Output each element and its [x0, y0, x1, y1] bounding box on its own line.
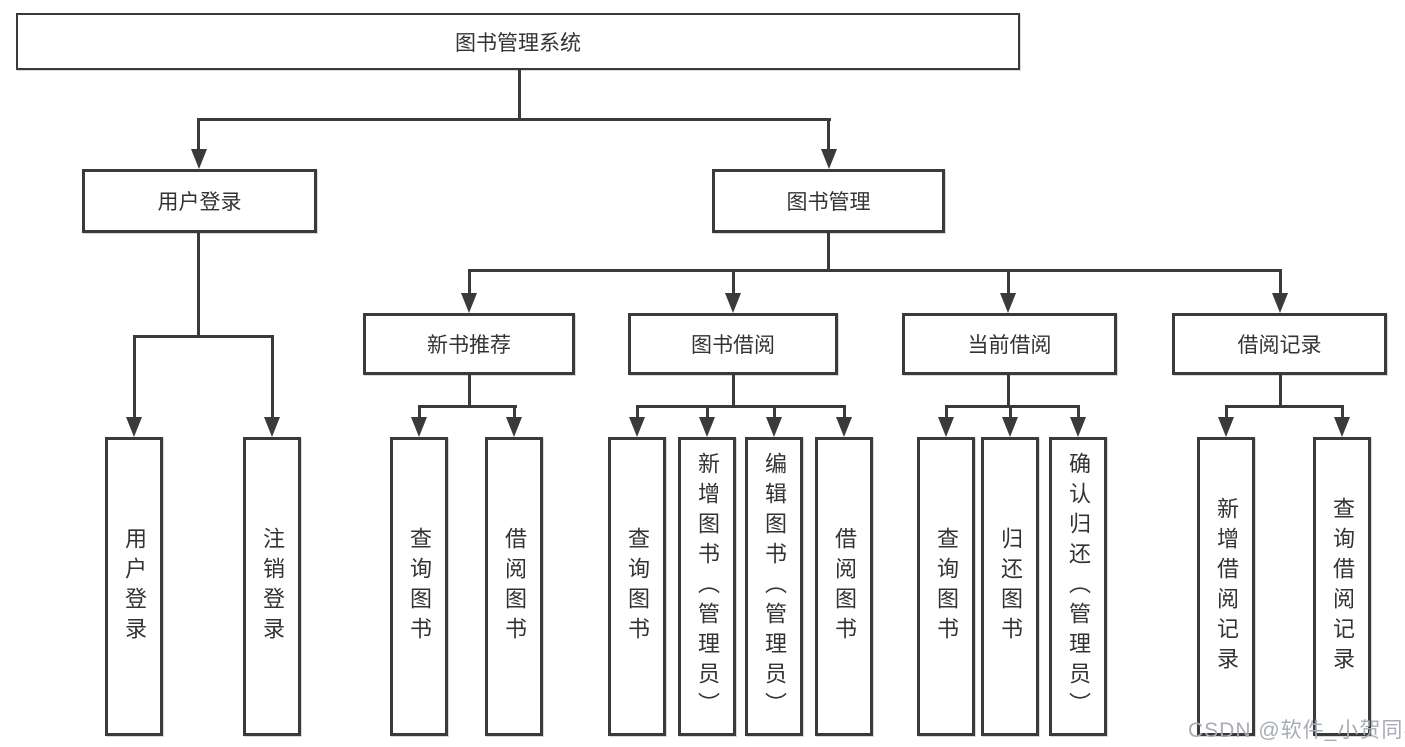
connector-line — [468, 269, 471, 296]
connector-line — [1009, 405, 1012, 419]
node-label: 借阅记录 — [1237, 334, 1322, 357]
arrow-down-icon — [938, 417, 954, 437]
leaf-label: 编辑图书（管理员） — [762, 451, 787, 722]
connector-line — [197, 118, 831, 121]
arrow-down-icon — [766, 417, 782, 437]
arrow-down-icon — [821, 149, 837, 169]
node-label: 用户登录 — [157, 191, 242, 214]
connector-line — [945, 405, 1080, 408]
leaf-label: 查询图书 — [407, 526, 432, 647]
leaf-logout: 注销登录 — [243, 437, 301, 736]
leaf-label: 归还图书 — [998, 526, 1023, 647]
node-current-borrowing: 当前借阅 — [902, 313, 1117, 375]
leaf-label: 新增借阅记录 — [1214, 496, 1239, 677]
leaf-label: 新增图书（管理员） — [695, 451, 720, 722]
leaf-label: 查询借阅记录 — [1330, 496, 1355, 677]
arrow-down-icon — [699, 417, 715, 437]
leaf-return-books: 归还图书 — [981, 437, 1039, 736]
leaf-borrow-books-recommend: 借阅图书 — [485, 437, 543, 736]
node-label: 图书管理系统 — [455, 31, 581, 55]
arrow-down-icon — [461, 293, 477, 313]
connector-line — [418, 405, 421, 419]
connector-line — [197, 233, 200, 337]
arrow-down-icon — [411, 417, 427, 437]
connector-line — [843, 405, 846, 419]
leaf-user-login: 用户登录 — [105, 437, 163, 736]
leaf-label: 注销登录 — [260, 526, 285, 647]
connector-line — [468, 269, 1282, 272]
connector-line — [1007, 375, 1010, 408]
arrow-down-icon — [1002, 417, 1018, 437]
leaf-label: 确认归还（管理员） — [1066, 451, 1091, 722]
connector-line — [133, 335, 274, 338]
node-user-login: 用户登录 — [82, 169, 317, 233]
arrow-down-icon — [1000, 293, 1016, 313]
node-label: 图书管理 — [786, 191, 871, 214]
leaf-add-books-admin: 新增图书（管理员） — [678, 437, 736, 736]
connector-line — [1077, 405, 1080, 419]
arrow-down-icon — [126, 417, 142, 437]
connector-line — [1225, 405, 1344, 408]
leaf-query-books-current: 查询图书 — [917, 437, 975, 736]
node-label: 当前借阅 — [967, 334, 1052, 357]
node-book-management: 图书管理 — [712, 169, 945, 233]
node-book-borrowing: 图书借阅 — [628, 313, 838, 375]
node-label: 新书推荐 — [427, 334, 511, 357]
connector-line — [827, 233, 830, 271]
arrow-down-icon — [629, 417, 645, 437]
connector-line — [732, 375, 735, 408]
connector-line — [773, 405, 776, 419]
connector-line — [468, 375, 471, 408]
leaf-query-borrow-record: 查询借阅记录 — [1313, 437, 1371, 736]
arrow-down-icon — [191, 149, 207, 169]
leaf-label: 查询图书 — [625, 526, 650, 647]
node-label: 图书借阅 — [691, 334, 775, 357]
connector-line — [1279, 269, 1282, 296]
arrow-down-icon — [725, 293, 741, 313]
connector-line — [945, 405, 948, 419]
connector-line — [518, 70, 521, 118]
node-library-management-system: 图书管理系统 — [16, 13, 1020, 70]
connector-line — [1279, 375, 1282, 408]
leaf-label: 查询图书 — [934, 526, 959, 647]
arrow-down-icon — [1218, 417, 1234, 437]
arrow-down-icon — [1272, 293, 1288, 313]
node-borrowing-records: 借阅记录 — [1172, 313, 1387, 375]
leaf-label: 借阅图书 — [502, 526, 527, 647]
csdn-watermark: CSDN @软件_小贺同学 — [1188, 719, 1405, 742]
connector-line — [1341, 405, 1344, 419]
connector-line — [827, 118, 830, 151]
node-new-book-recommendation: 新书推荐 — [363, 313, 575, 375]
leaf-query-books-borrowing: 查询图书 — [608, 437, 666, 736]
connector-line — [732, 269, 735, 296]
connector-line — [1225, 405, 1228, 419]
connector-line — [706, 405, 709, 419]
leaf-edit-books-admin: 编辑图书（管理员） — [745, 437, 803, 736]
arrow-down-icon — [1070, 417, 1086, 437]
connector-line — [1007, 269, 1010, 296]
arrow-down-icon — [264, 417, 280, 437]
leaf-confirm-return-admin: 确认归还（管理员） — [1049, 437, 1107, 736]
connector-line — [418, 405, 517, 408]
leaf-borrow-books: 借阅图书 — [815, 437, 873, 736]
leaf-label: 用户登录 — [122, 526, 147, 647]
arrow-down-icon — [506, 417, 522, 437]
connector-line — [197, 118, 200, 151]
leaf-label: 借阅图书 — [832, 526, 857, 647]
connector-line — [133, 335, 136, 419]
connector-line — [271, 335, 274, 419]
leaf-query-books-recommend: 查询图书 — [390, 437, 448, 736]
connector-line — [636, 405, 639, 419]
arrow-down-icon — [836, 417, 852, 437]
arrow-down-icon — [1334, 417, 1350, 437]
connector-line — [513, 405, 516, 419]
connector-line — [636, 405, 846, 408]
leaf-add-borrow-record: 新增借阅记录 — [1197, 437, 1255, 736]
